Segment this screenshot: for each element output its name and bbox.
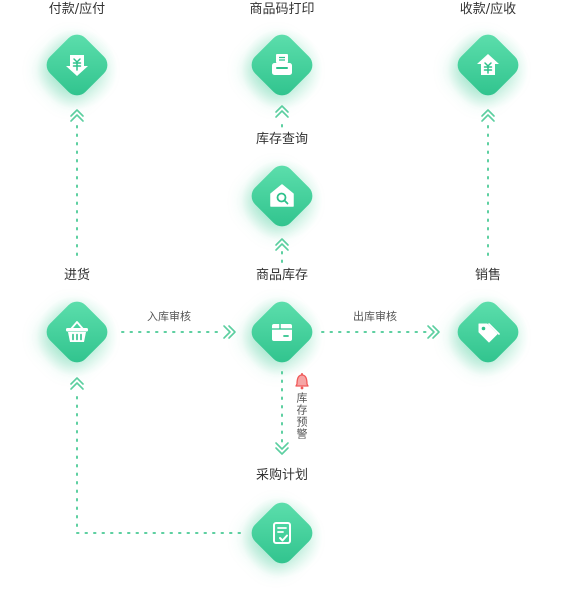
edge-label-stock-warning: 库存预警: [295, 392, 308, 440]
download-yen-icon: [66, 55, 88, 76]
node-label-barcode-print: 商品码打印: [249, 2, 315, 17]
house-search-icon: [270, 184, 294, 207]
node-label-payment: 付款/应付: [48, 2, 106, 17]
node-sales[interactable]: [438, 282, 538, 382]
basket-icon: [66, 321, 88, 342]
printer-icon: [272, 54, 292, 75]
node-label-inventory-query: 库存查询: [255, 132, 309, 147]
arrow-right-sales: [427, 325, 440, 339]
edge-label-inbound-review: 入库审核: [147, 310, 191, 323]
connector-plan-purchase: [76, 391, 241, 534]
node-procurement-plan[interactable]: [232, 483, 332, 583]
node-label-stock: 商品库存: [255, 268, 309, 283]
node-barcode-print[interactable]: [232, 15, 332, 115]
node-payment[interactable]: [27, 15, 127, 115]
node-receipt[interactable]: [438, 15, 538, 115]
node-purchase[interactable]: [27, 282, 127, 382]
node-inventory-query[interactable]: [232, 146, 332, 246]
upload-yen-icon: [477, 54, 499, 75]
checklist-icon: [273, 522, 291, 544]
arrow-up-purchase: [70, 377, 84, 390]
price-tag-icon: [478, 323, 500, 343]
warning-bell-icon: [295, 373, 309, 390]
node-label-sales: 销售: [474, 268, 502, 283]
box-icon: [272, 324, 292, 341]
node-label-procurement-plan: 采购计划: [255, 468, 309, 483]
node-label-receipt: 收款/应收: [459, 2, 517, 17]
arrow-right-stock: [223, 325, 236, 339]
arrow-up-payment: [70, 109, 84, 122]
arrow-up-barcode: [275, 105, 289, 118]
node-label-purchase: 进货: [63, 268, 91, 283]
arrow-up-receipt: [481, 109, 495, 122]
node-stock[interactable]: [232, 282, 332, 382]
arrow-up-query: [275, 238, 289, 251]
arrow-down-plan: [275, 442, 289, 455]
edge-label-outbound-review: 出库审核: [353, 310, 397, 323]
